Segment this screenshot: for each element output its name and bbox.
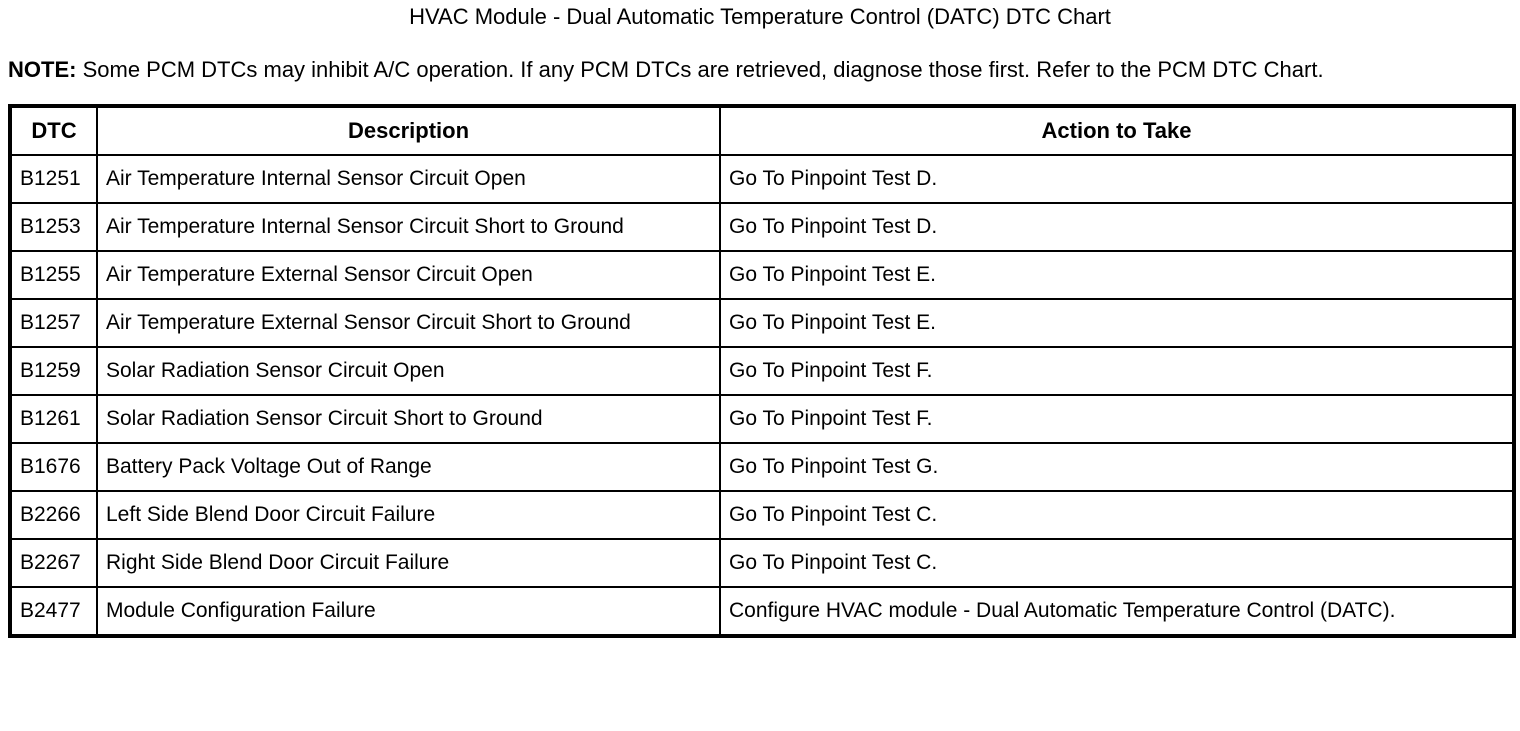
action-cell: Go To Pinpoint Test E. xyxy=(719,250,1515,300)
description-cell: Battery Pack Voltage Out of Range xyxy=(96,442,721,492)
action-cell: Go To Pinpoint Test E. xyxy=(719,298,1515,348)
table-row: B2477 Module Configuration Failure Confi… xyxy=(9,586,1515,637)
table-row: B1251 Air Temperature Internal Sensor Ci… xyxy=(9,154,1515,204)
table-row: B1253 Air Temperature Internal Sensor Ci… xyxy=(9,202,1515,252)
description-cell: Air Temperature Internal Sensor Circuit … xyxy=(96,202,721,252)
dtc-code-cell: B1251 xyxy=(9,154,98,204)
description-cell: Air Temperature External Sensor Circuit … xyxy=(96,298,721,348)
action-cell: Go To Pinpoint Test C. xyxy=(719,490,1515,540)
dtc-code-cell: B2267 xyxy=(9,538,98,588)
dtc-chart-table: DTC Description Action to Take B1251 Air… xyxy=(8,104,1516,638)
dtc-code-cell: B1261 xyxy=(9,394,98,444)
action-cell: Go To Pinpoint Test C. xyxy=(719,538,1515,588)
column-header-description: Description xyxy=(96,105,721,156)
description-cell: Left Side Blend Door Circuit Failure xyxy=(96,490,721,540)
description-cell: Solar Radiation Sensor Circuit Open xyxy=(96,346,721,396)
dtc-code-cell: B1259 xyxy=(9,346,98,396)
description-cell: Module Configuration Failure xyxy=(96,586,721,637)
description-cell: Air Temperature Internal Sensor Circuit … xyxy=(96,154,721,204)
dtc-code-cell: B1253 xyxy=(9,202,98,252)
table-row: B1255 Air Temperature External Sensor Ci… xyxy=(9,250,1515,300)
action-cell: Go To Pinpoint Test F. xyxy=(719,346,1515,396)
page-title: HVAC Module - Dual Automatic Temperature… xyxy=(409,4,1111,29)
column-header-dtc: DTC xyxy=(9,105,98,156)
table-row: B1257 Air Temperature External Sensor Ci… xyxy=(9,298,1515,348)
table-row: B2267 Right Side Blend Door Circuit Fail… xyxy=(9,538,1515,588)
table-row: B1676 Battery Pack Voltage Out of Range … xyxy=(9,442,1515,492)
note: NOTE: Some PCM DTCs may inhibit A/C oper… xyxy=(8,58,1512,82)
table-header-row: DTC Description Action to Take xyxy=(9,105,1515,156)
note-label: NOTE: xyxy=(8,57,77,82)
action-cell: Go To Pinpoint Test F. xyxy=(719,394,1515,444)
table-row: B2266 Left Side Blend Door Circuit Failu… xyxy=(9,490,1515,540)
dtc-code-cell: B1676 xyxy=(9,442,98,492)
dtc-code-cell: B2477 xyxy=(9,586,98,637)
column-header-action: Action to Take xyxy=(719,105,1515,156)
note-text: Some PCM DTCs may inhibit A/C operation.… xyxy=(82,57,1324,82)
table-row: B1261 Solar Radiation Sensor Circuit Sho… xyxy=(9,394,1515,444)
dtc-code-cell: B1257 xyxy=(9,298,98,348)
description-cell: Solar Radiation Sensor Circuit Short to … xyxy=(96,394,721,444)
description-cell: Air Temperature External Sensor Circuit … xyxy=(96,250,721,300)
table-row: B1259 Solar Radiation Sensor Circuit Ope… xyxy=(9,346,1515,396)
action-cell: Go To Pinpoint Test D. xyxy=(719,154,1515,204)
dtc-code-cell: B1255 xyxy=(9,250,98,300)
action-cell: Configure HVAC module - Dual Automatic T… xyxy=(719,586,1515,637)
action-cell: Go To Pinpoint Test D. xyxy=(719,202,1515,252)
dtc-code-cell: B2266 xyxy=(9,490,98,540)
description-cell: Right Side Blend Door Circuit Failure xyxy=(96,538,721,588)
action-cell: Go To Pinpoint Test G. xyxy=(719,442,1515,492)
